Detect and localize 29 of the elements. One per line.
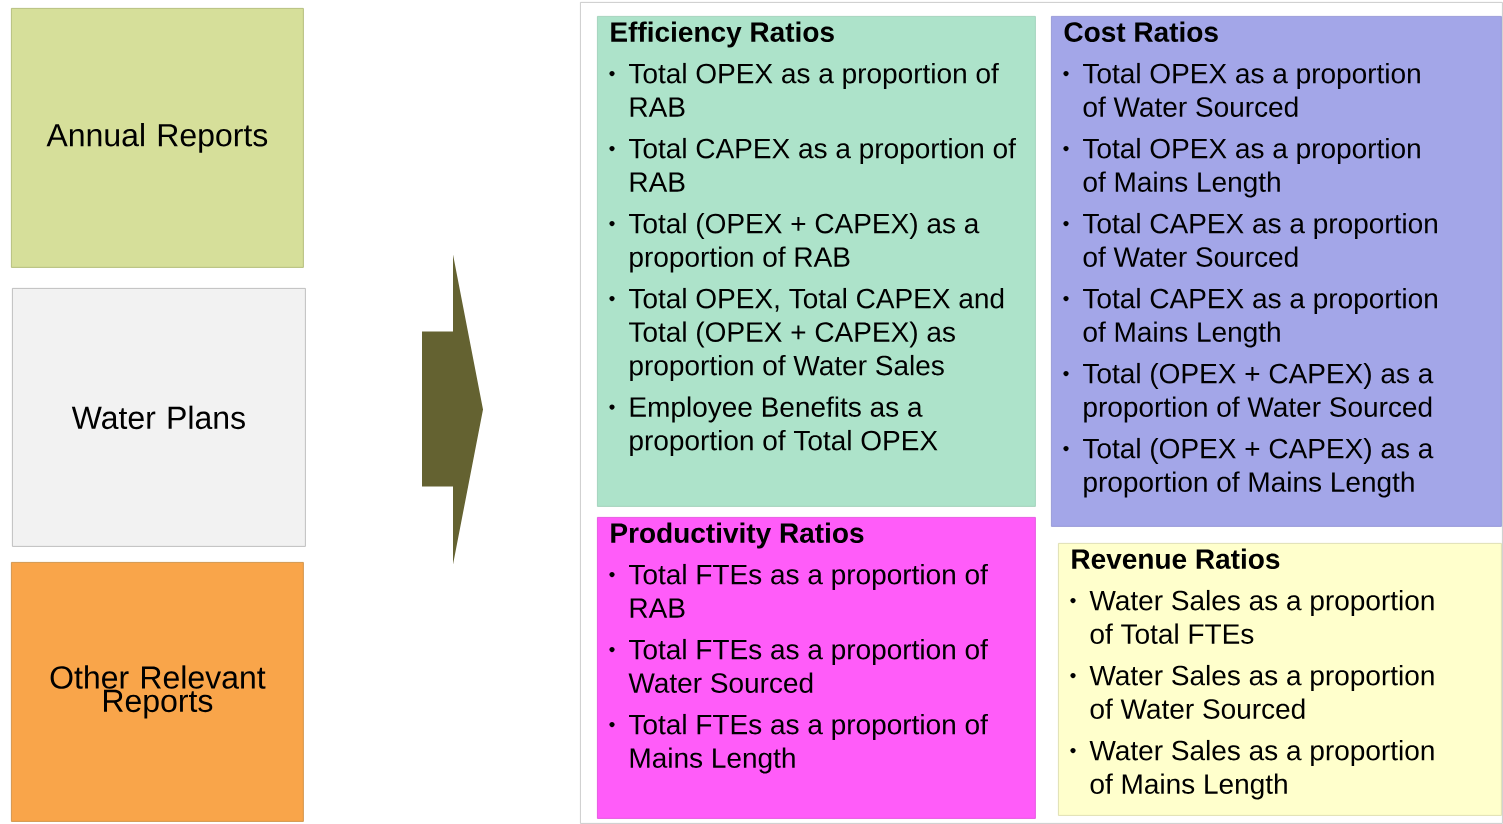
bullet-item: Total (OPEX + CAPEX) as a proportion of Water Sourced (1063, 362, 1434, 423)
bullet-item: Total CAPEX as a proportion of Water Sourced (1063, 212, 1437, 267)
ratio-box (1058, 543, 1502, 816)
bullet-item: Total CAPEX as a proportion of Mains Length (1063, 287, 1437, 348)
bullet-item: Total (OPEX + CAPEX) as a proportion of Mains Length (1063, 437, 1434, 498)
source-box: Other Relevant Reports (11, 562, 304, 822)
block-arrow (422, 254, 483, 565)
bullet-item: Total OPEX as a proportion of Water Sourced (1063, 62, 1420, 117)
bullet-item: Employee Benefits as a proportion of Total OPEX (609, 396, 938, 456)
bullet-item: Water Sales as a proportion of Mains Length (1070, 739, 1434, 800)
bullet-item: Water Sales as a proportion of Total FTEs (1070, 589, 1434, 644)
heading: Efficiency Ratios (611, 21, 834, 48)
source-box: Annual Reports (11, 8, 304, 268)
heading: Cost Ratios (1064, 21, 1218, 42)
bullet-item: Total FTEs as a proportion of RAB (609, 563, 988, 618)
bullet-item: Total OPEX as a proportion of RAB (609, 62, 999, 117)
heading: Productivity Ratios (611, 522, 864, 549)
ratio-box (1051, 16, 1502, 527)
bullet-item: Total FTEs as a proportion of Mains Length (609, 713, 988, 774)
ratio-box (597, 517, 1036, 819)
bullet-item: Total CAPEX as a proportion of RAB (609, 137, 1016, 192)
heading: Revenue Ratios (1072, 548, 1280, 569)
bullet-item: Total OPEX as a proportion of Mains Length (1063, 137, 1420, 198)
ratio-box (597, 16, 1036, 507)
source-box: Water Plans (12, 288, 306, 547)
bullet-item: Total FTEs as a proportion of Water Sourced (609, 638, 988, 693)
bullet-item: Total (OPEX + CAPEX) as a proportion of RAB (609, 212, 980, 273)
bullet-item: Water Sales as a proportion of Water Sourced (1070, 664, 1434, 719)
bullet-item: Total OPEX, Total CAPEX and Total (OPEX + CAPEX) as proportion of Water Sales (609, 287, 1004, 381)
